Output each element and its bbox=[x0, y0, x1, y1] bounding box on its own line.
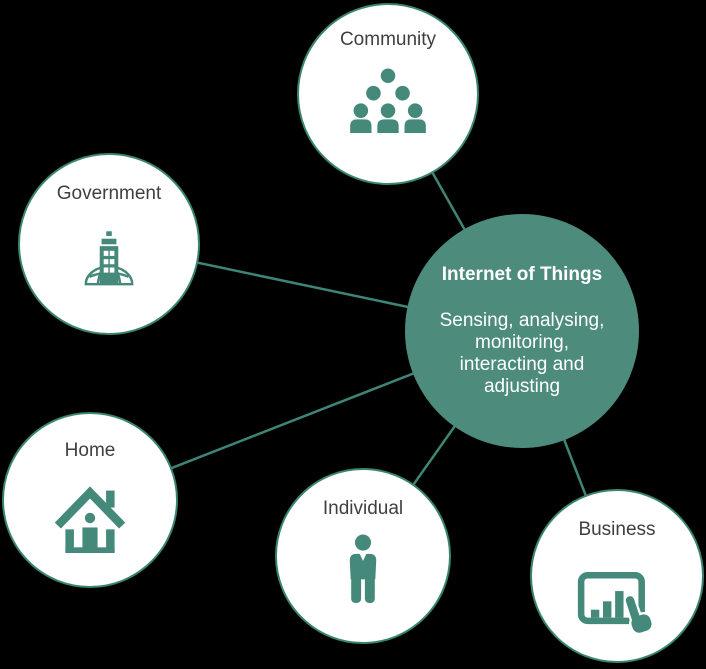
node-individual: Individual bbox=[275, 468, 451, 644]
node-government: Government bbox=[18, 153, 200, 335]
center-node-internet-of-things: Internet of Things Sensing, analysing, m… bbox=[405, 214, 639, 448]
center-title: Internet of Things bbox=[441, 263, 603, 285]
government-building-icon bbox=[84, 231, 134, 286]
node-home: Home bbox=[2, 412, 178, 588]
node-label: Home bbox=[64, 440, 116, 461]
node-label: Government bbox=[56, 183, 162, 204]
house-icon bbox=[54, 486, 126, 553]
node-community: Community bbox=[297, 3, 479, 185]
node-label: Individual bbox=[322, 498, 404, 519]
node-business: Business bbox=[530, 489, 704, 663]
touchscreen-chart-icon bbox=[577, 571, 654, 636]
person-icon bbox=[349, 534, 377, 604]
node-label: Community bbox=[339, 29, 437, 50]
people-group-icon bbox=[350, 68, 426, 133]
node-label: Business bbox=[578, 519, 656, 540]
center-description: Sensing, analysing, monitoring, interact… bbox=[439, 309, 605, 398]
